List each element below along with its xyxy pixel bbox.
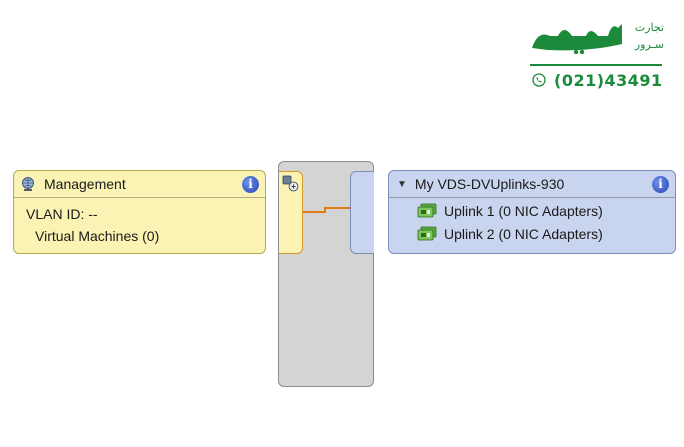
uplinks-header[interactable]: ▼ My VDS-DVUplinks-930 i [389, 171, 675, 198]
brand-logo-mark [532, 24, 622, 55]
phone-icon [532, 73, 546, 87]
uplink-item[interactable]: Uplink 2 (0 NIC Adapters) [417, 226, 603, 242]
portgroup-header[interactable]: Management i [14, 171, 265, 198]
logo-divider [530, 64, 662, 66]
uplinks-title: My VDS-DVUplinks-930 [414, 176, 565, 192]
nic-adapter-icon [417, 226, 437, 241]
phone-row: (021)43491 [532, 70, 663, 90]
nic-adapter-icon [417, 203, 437, 218]
connection-wire [303, 207, 350, 213]
portgroup-vlan: VLAN ID: -- [26, 206, 98, 222]
brand-small-bottom: سـرور [634, 38, 664, 51]
portgroup-icon [22, 177, 34, 191]
watermark-logo: تجارت سـرور (021)43491 [528, 16, 668, 96]
portgroup-card[interactable]: Management i VLAN ID: -- Virtual Machine… [13, 170, 266, 254]
uplink-item[interactable]: Uplink 1 (0 NIC Adapters) [417, 203, 603, 219]
portgroup-virtual-machines[interactable]: Virtual Machines (0) [35, 228, 160, 244]
vds-switch-icon [282, 175, 299, 192]
uplink-label: Uplink 2 (0 NIC Adapters) [444, 226, 603, 242]
brand-small-top: تجارت [634, 21, 664, 34]
portgroup-info-icon[interactable]: i [242, 176, 259, 193]
uplinks-info-icon[interactable]: i [652, 176, 669, 193]
uplink-label: Uplink 1 (0 NIC Adapters) [444, 203, 603, 219]
phone-number: (021)43491 [554, 70, 663, 90]
switch-uplink-port[interactable] [350, 171, 374, 254]
collapse-arrow-icon[interactable]: ▼ [397, 178, 407, 190]
portgroup-title: Management [44, 176, 126, 192]
uplinks-card[interactable]: ▼ My VDS-DVUplinks-930 i Uplink 1 (0 NIC… [388, 170, 676, 254]
